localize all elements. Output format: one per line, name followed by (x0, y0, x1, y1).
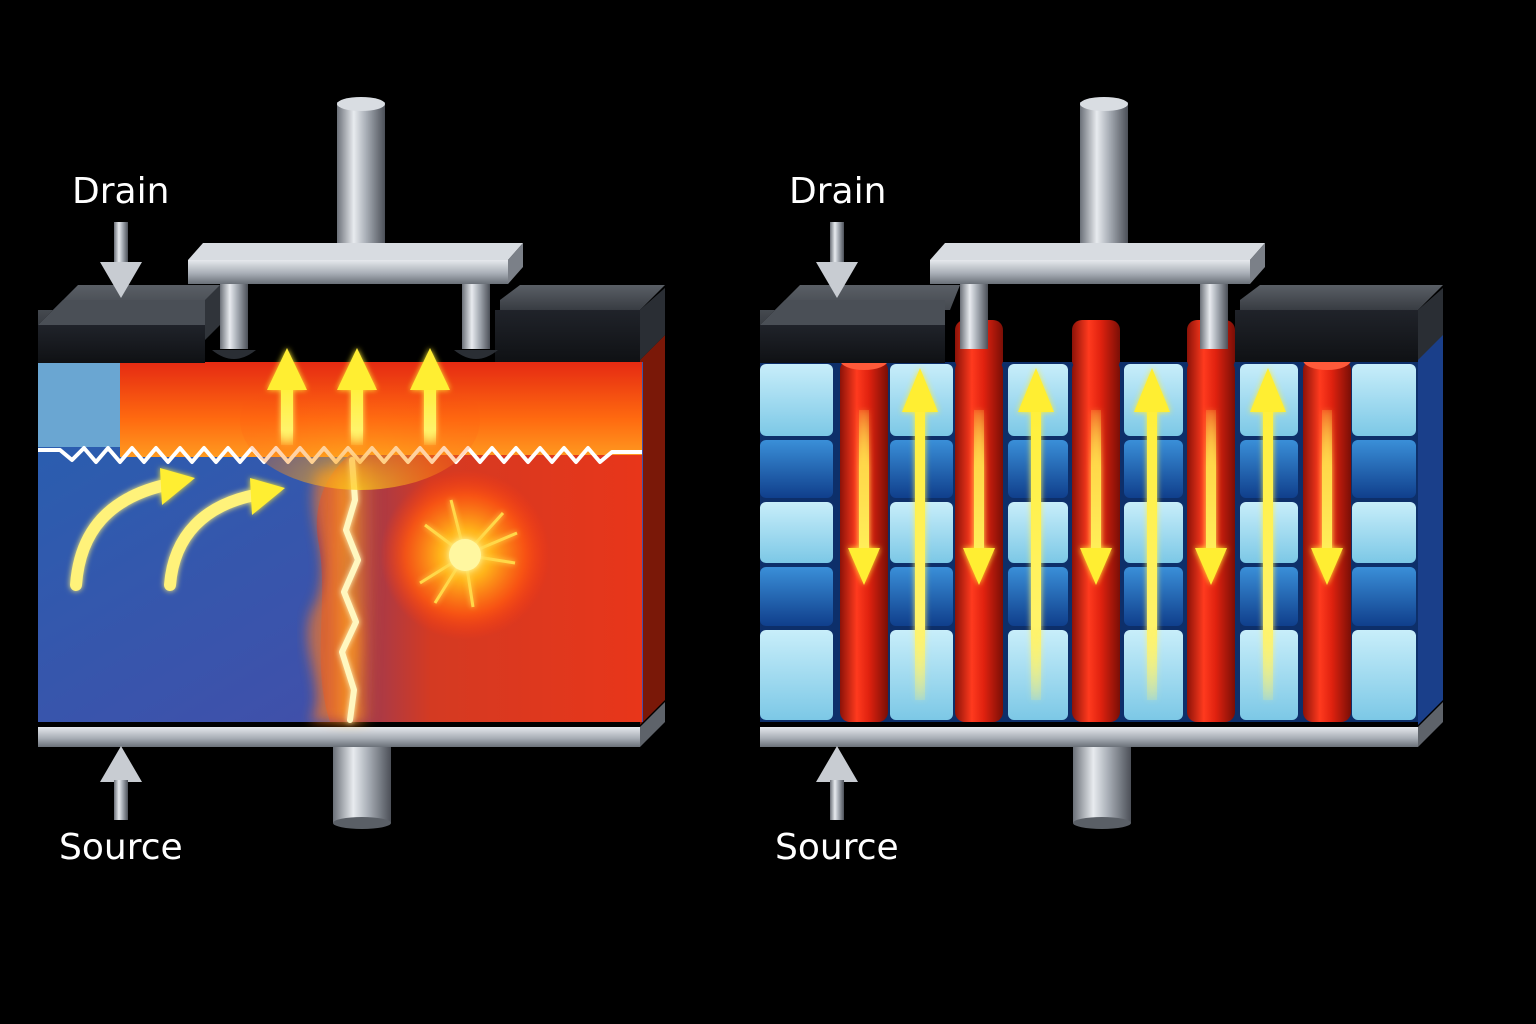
left-device (38, 97, 665, 829)
lightning-bolt-icon (339, 457, 361, 723)
arrow-down-icon (963, 410, 995, 585)
left-source-stem (333, 747, 391, 823)
block-cell (1352, 567, 1416, 626)
right-block-stacks (760, 364, 1416, 720)
block-cell (1352, 630, 1416, 720)
block-cell (760, 502, 833, 563)
arrow-up-icon (410, 348, 450, 445)
arrow-up-icon (1250, 368, 1286, 700)
left-gate-pin-right (462, 284, 490, 349)
arrow-down-icon (1311, 410, 1343, 585)
left-gate-stem (337, 102, 385, 262)
arrow-up-icon (816, 746, 858, 820)
left-body-corner (38, 362, 120, 447)
left-cap-right-front (495, 310, 640, 362)
right-source-stem (1073, 747, 1131, 823)
pillar-cap (1072, 320, 1120, 370)
arrow-up-icon (1018, 368, 1054, 700)
left-cap-right-top (500, 285, 665, 310)
right-gate-pin-left (960, 284, 988, 349)
right-gate-bar (930, 260, 1250, 284)
arrow-down-icon (100, 222, 142, 298)
block-cell (1352, 502, 1416, 563)
left-current-arrows (267, 348, 450, 445)
arrow-up-icon (902, 368, 938, 700)
arrow-down-icon (1195, 410, 1227, 585)
right-field-arrows (848, 368, 1343, 700)
right-body-side (1418, 315, 1443, 725)
right-cap-left-front (760, 325, 945, 363)
right-gate-pin-right (1200, 284, 1228, 349)
block-cell (760, 630, 833, 720)
left-gate-bar (188, 260, 508, 284)
arrow-up-icon (100, 746, 142, 820)
spark-burst-icon (419, 499, 518, 608)
left-body-side (640, 335, 665, 725)
block-cell (760, 440, 833, 498)
left-gate-pin-left (220, 284, 248, 349)
left-carrier-arrows (70, 468, 285, 591)
left-cap-left-front (38, 325, 205, 363)
arrow-down-icon (816, 222, 858, 298)
arrow-down-icon (848, 410, 880, 585)
arrow-up-icon (267, 348, 307, 445)
block-cell (1352, 440, 1416, 498)
right-device (760, 97, 1443, 829)
left-source-plate (38, 727, 640, 747)
source-label: Source (775, 827, 899, 868)
left-gate-bar-top (188, 243, 523, 260)
left-bolt-fire (320, 462, 380, 722)
right-gate-stem (1080, 102, 1128, 262)
drain-label: Drain (72, 171, 170, 212)
block-cell (760, 364, 833, 436)
left-source-plate-side (640, 702, 665, 747)
left-gate-stem-top (337, 97, 385, 111)
arrow-up-icon (337, 348, 377, 445)
source-label: Source (59, 827, 183, 868)
drain-label: Drain (789, 171, 887, 212)
right-cap-right-front (1235, 310, 1418, 362)
right-source-plate (760, 727, 1418, 747)
block-cell (760, 567, 833, 626)
left-gate-bar-side (508, 243, 523, 284)
arrow-up-icon (1134, 368, 1170, 700)
block-cell (1352, 364, 1416, 436)
arrow-down-icon (1080, 410, 1112, 585)
